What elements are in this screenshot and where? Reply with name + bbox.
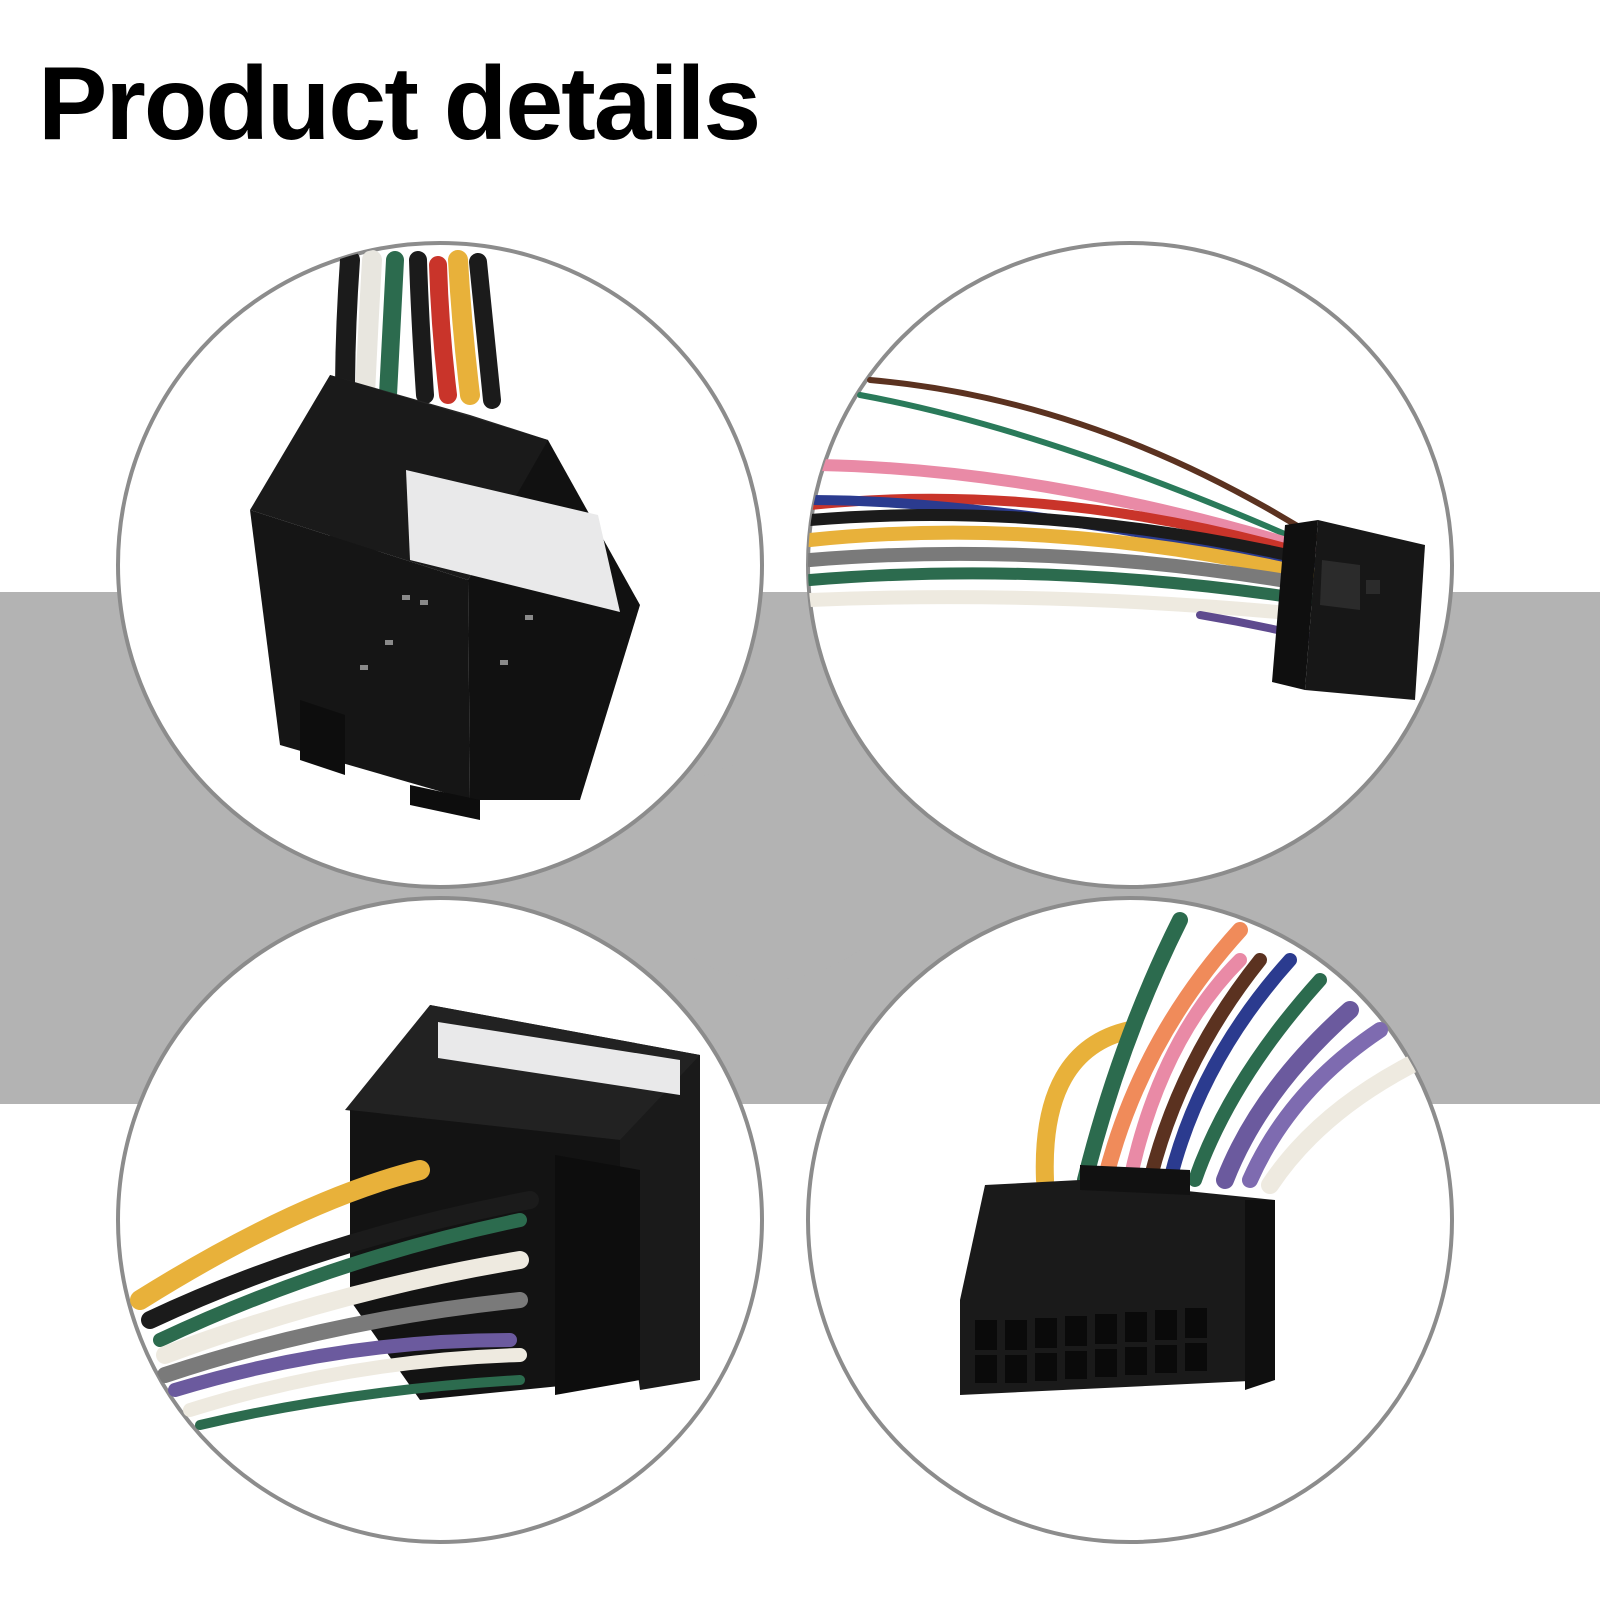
square-plug-connector	[250, 375, 640, 820]
panel-bottom-left	[116, 896, 764, 1544]
wire-bundle-top-right	[808, 377, 1324, 644]
wire-bundle-bottom-right	[1035, 912, 1429, 1194]
square-plug-connector-rear	[345, 1005, 700, 1400]
page-title: Product details	[38, 46, 761, 162]
sixteen-pin-connector	[960, 1165, 1275, 1395]
wire-bundle-bottom-left	[130, 1160, 539, 1430]
panel-top-right	[806, 241, 1454, 889]
center-connector-blob	[680, 760, 860, 980]
panel-top-left	[116, 241, 764, 889]
wire-harness-connector	[1272, 520, 1425, 700]
panel-bottom-right	[806, 896, 1454, 1544]
